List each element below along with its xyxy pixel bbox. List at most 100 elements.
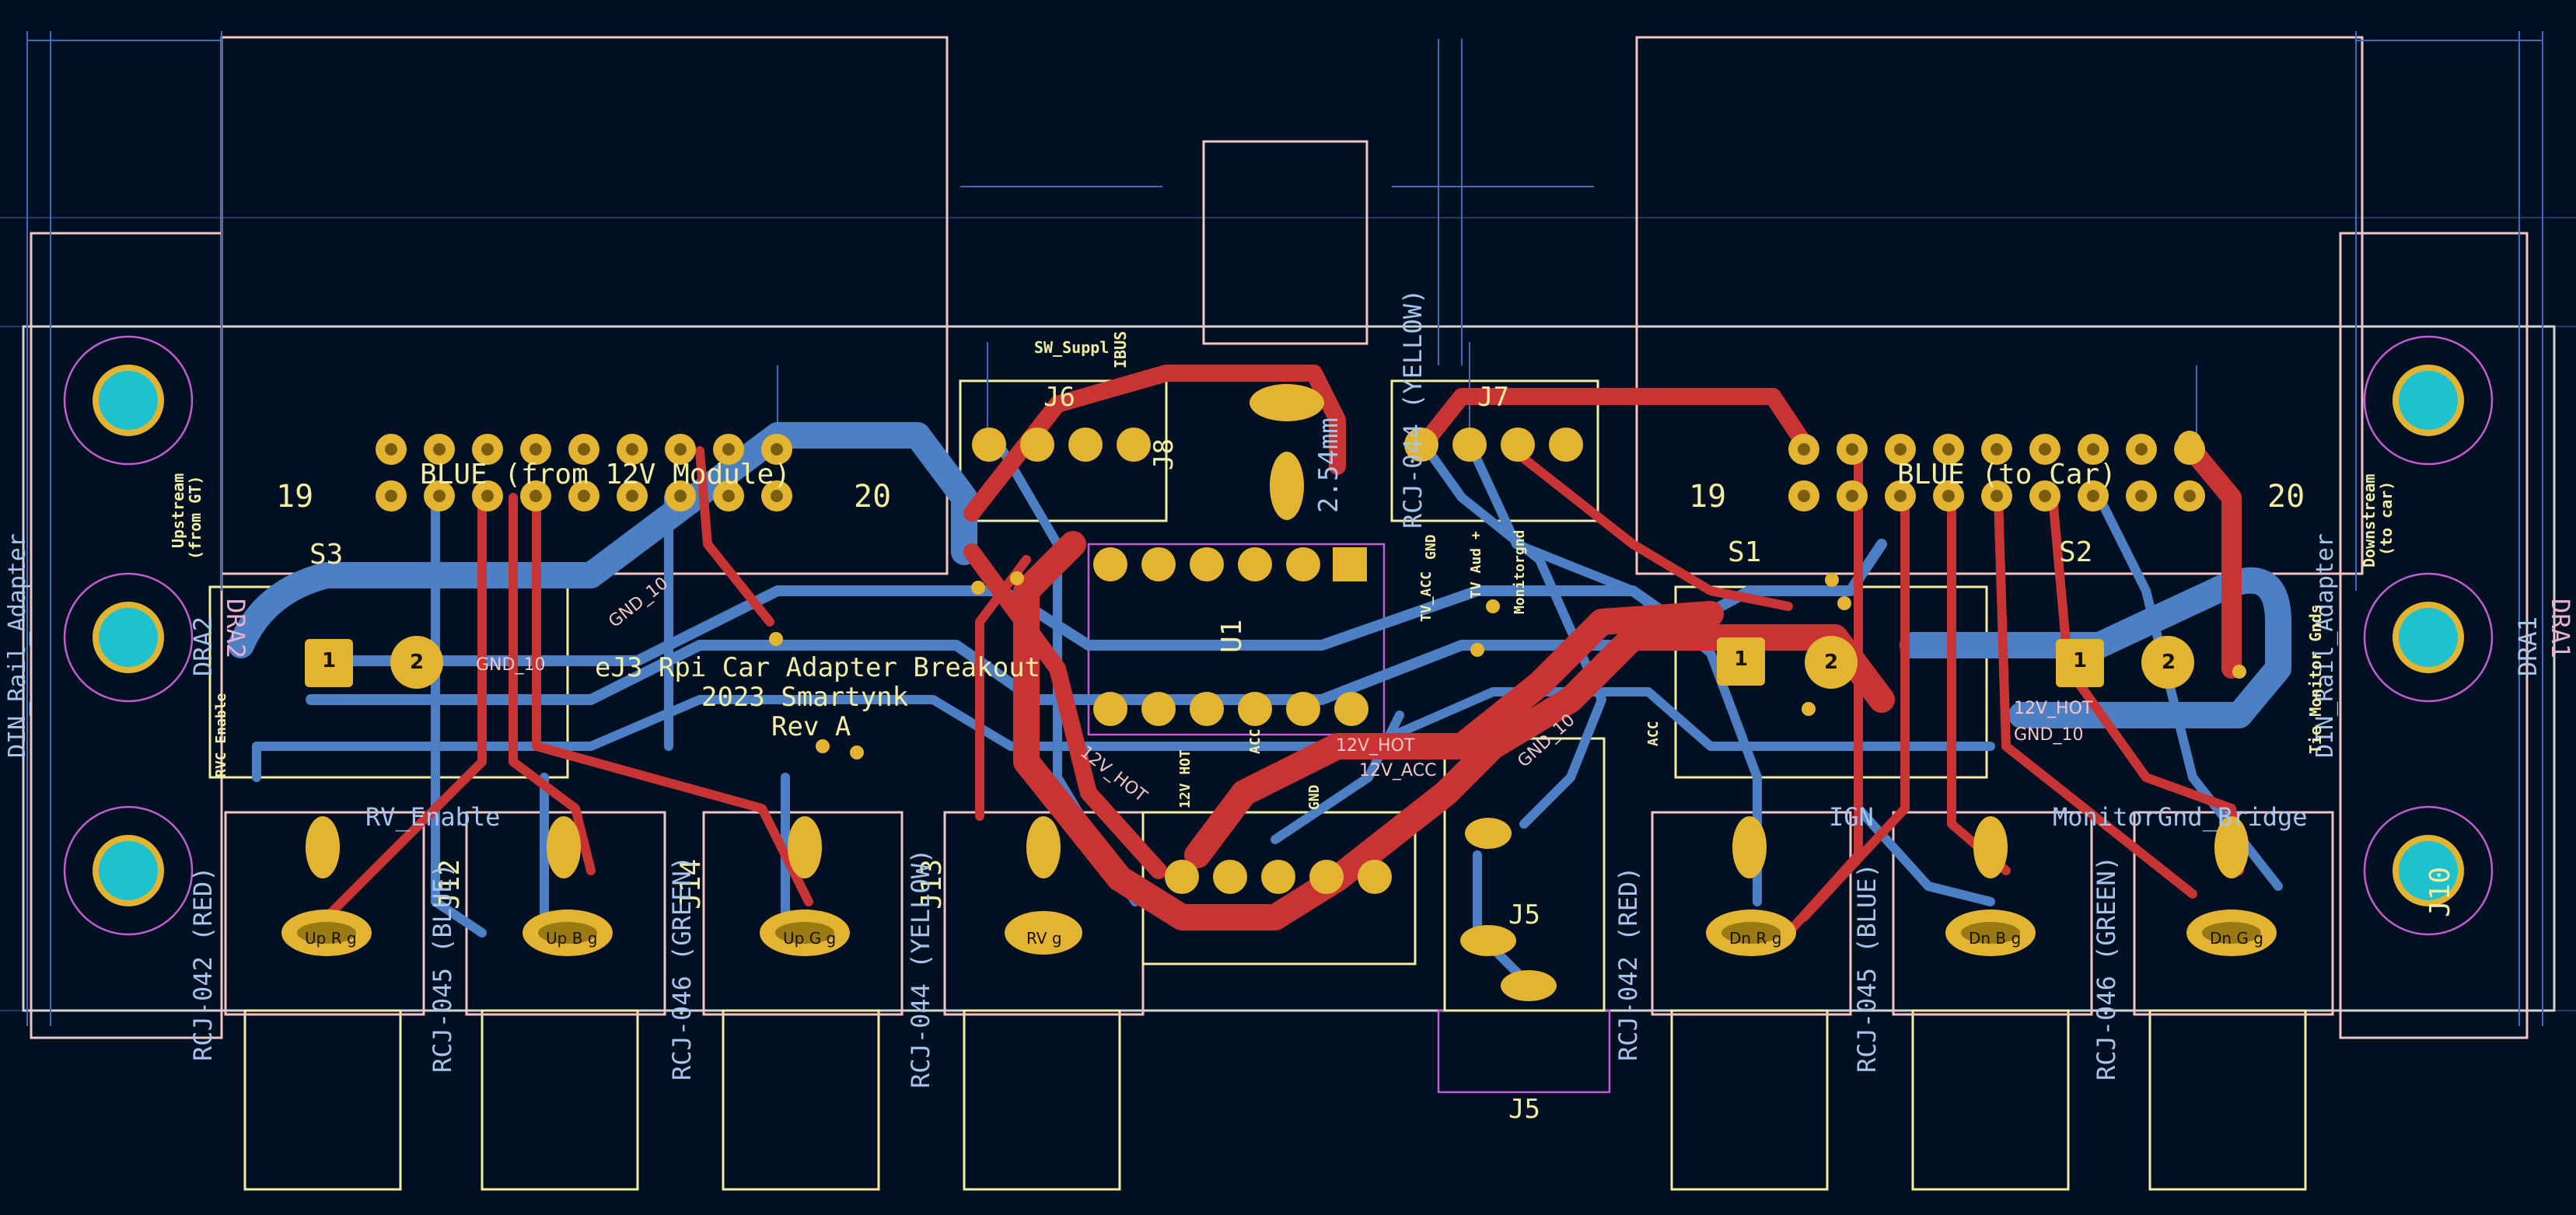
header-pin-drill — [1942, 490, 1955, 502]
gnd-label: GND — [1423, 534, 1439, 560]
header-pin-drill — [1798, 490, 1810, 502]
j14-label: J14 — [675, 859, 707, 910]
s3-pad1-number: 1 — [322, 649, 336, 672]
net-12v-acc: 12V_ACC — [1359, 761, 1436, 780]
j7-label: J7 — [1477, 382, 1509, 413]
tv-aud-label: TV Aud + — [1468, 531, 1484, 599]
header-pin-drill — [433, 490, 446, 502]
pin20-right-label: 20 — [2267, 479, 2305, 515]
rcj-042-left-label: RCJ-042 (RED) — [188, 867, 218, 1061]
header-pin-drill — [722, 490, 735, 502]
header-pin-drill — [674, 443, 687, 456]
up-b-pad-label: Up B g — [546, 929, 597, 948]
header-pin-drill — [2087, 490, 2099, 502]
header-pin-drill — [1846, 443, 1858, 456]
header-pin-drill — [1846, 490, 1858, 502]
header-pin-drill — [771, 490, 783, 502]
header-pin-drill — [578, 443, 590, 456]
header-pins — [376, 434, 2205, 511]
header-pin-drill — [385, 443, 397, 456]
header-pin-drill — [1798, 443, 1810, 456]
rv-g-pad-label: RV g — [1026, 929, 1062, 948]
pin19-right-label: 19 — [1689, 479, 1726, 515]
up-g-pad-label: Up G g — [783, 929, 836, 948]
acc12-label: ACC — [1247, 728, 1264, 754]
s1-label: S1 — [1728, 536, 1761, 568]
header-pin-drill — [1942, 443, 1955, 456]
j6-label: J6 — [1043, 382, 1075, 413]
s2-pad1-number: 1 — [2073, 649, 2087, 672]
rcj-046-right-label: RCJ-046 (GREEN) — [2092, 856, 2121, 1081]
blue-right-label: BLUE (to Car) — [1897, 459, 2116, 491]
rcj-045-right-label: RCJ-045 (BLUE) — [1852, 863, 1882, 1073]
header-pin-drill — [1991, 443, 2003, 456]
dra1-label: DRA1 — [2513, 616, 2543, 676]
header-pin-drill — [2183, 490, 2196, 502]
upstream-label: Upstream — [169, 473, 187, 548]
s3-label: S3 — [309, 539, 343, 571]
rcj-046-left-label: RCJ-046 (GREEN) — [667, 856, 697, 1081]
board-title-line2: 2023 Smartynk — [701, 682, 908, 713]
s1-pad2-number: 2 — [1824, 651, 1838, 674]
header-pin-drill — [2039, 443, 2051, 456]
j12-label: J12 — [434, 859, 466, 910]
rcj-045-left-label: RCJ-045 (BLUE) — [428, 863, 457, 1073]
j10-label: J10 — [2424, 867, 2456, 917]
up-r-pad-label: Up R g — [305, 929, 357, 948]
header-pin-drill — [2135, 490, 2148, 502]
din-rail-right-label: DIN_Rail_Adapter — [2312, 533, 2339, 758]
net-gnd10-b: GND_10 — [476, 655, 545, 675]
s1-pad1-number: 1 — [1734, 648, 1748, 671]
hot12-label: 12V HOT — [1177, 749, 1194, 808]
s2-label: S2 — [2059, 536, 2092, 568]
header-pin-drill — [674, 490, 687, 502]
board-title-line3: Rev A — [771, 711, 851, 742]
header-pin-drill — [1894, 443, 1907, 456]
j5-label-b: J5 — [1508, 1094, 1540, 1125]
header-pin-drill — [530, 443, 542, 456]
net-gnd10-c: GND_10 — [2014, 725, 2083, 745]
rcj-042-right-label: RCJ-042 (RED) — [1613, 867, 1643, 1061]
dra2-label: DRA2 — [188, 616, 218, 676]
downstream-label: Downstream — [2360, 474, 2379, 567]
pin19-left-label: 19 — [276, 479, 313, 515]
ign-label: IGN — [1829, 802, 1874, 832]
rvc-enable-label: RVC Enable — [213, 693, 229, 777]
ibus-label: IBUS — [1111, 331, 1130, 368]
pin20-left-label: 20 — [854, 479, 891, 515]
header-pin-drill — [530, 490, 542, 502]
header-pin-drill — [771, 443, 783, 456]
sw-supply-label: SW_Suppl — [1034, 338, 1109, 357]
board-title-line1: eJ3 Rpi Car Adapter Breakout — [595, 652, 1040, 683]
header-pin-drill — [385, 490, 397, 502]
net-12v-hot-c: 12V_HOT — [2014, 699, 2093, 718]
header-pin-drill — [2039, 490, 2051, 502]
tie-monitor-gnds-label: Tie Monitor Gnds — [2306, 604, 2325, 754]
s2-pad2-number: 2 — [2162, 651, 2176, 674]
component-pads — [281, 384, 2277, 1001]
gnd-small-label: GND — [1306, 784, 1323, 810]
j8-label: J8 — [1148, 438, 1180, 470]
dn-r-pad-label: Dn R g — [1729, 929, 1781, 948]
blue-left-label: BLUE (from 12V Module) — [420, 459, 791, 491]
u1-label: U1 — [1216, 620, 1248, 653]
header-pin-drill — [1991, 490, 2003, 502]
header-pin-drill — [481, 490, 494, 502]
dn-b-pad-label: Dn B g — [1969, 929, 2021, 948]
acc-label: ACC — [1645, 721, 1662, 746]
dn-g-pad-label: Dn G g — [2210, 929, 2263, 948]
dra2-back-label: DRA2 — [221, 599, 250, 658]
s3-pad2-number: 2 — [410, 651, 424, 674]
fab-dimension-lines — [26, 31, 2543, 1026]
header-pin-drill — [722, 443, 735, 456]
mounting-holes — [63, 335, 2494, 936]
net-12v-hot-b: 12V_HOT — [1336, 736, 1415, 756]
header-pin-drill — [626, 490, 638, 502]
header-pin-drill — [2087, 443, 2099, 456]
j13-label: J13 — [916, 859, 948, 910]
header-pin-drill — [578, 490, 590, 502]
din-rail-left-label: DIN_Rail_Adapter — [4, 533, 31, 758]
header-pin-drill — [1894, 490, 1907, 502]
